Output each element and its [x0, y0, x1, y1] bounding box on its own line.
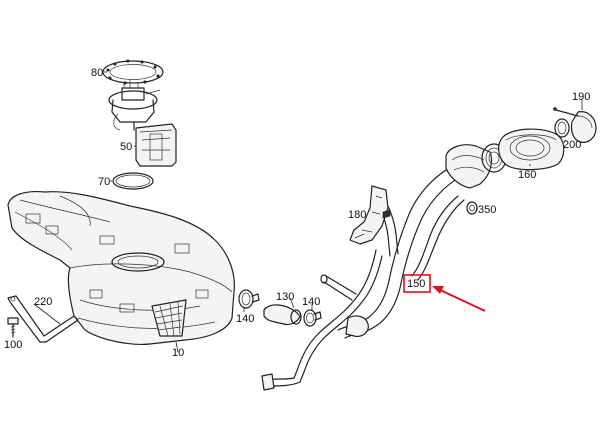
- highlight-box: [403, 274, 431, 293]
- callout-350: 350: [478, 204, 496, 216]
- part-130-filler-hose[interactable]: [263, 304, 302, 326]
- part-100-bolt[interactable]: [7, 317, 19, 337]
- part-140-hose-clamp-left[interactable]: [238, 289, 260, 309]
- callout-200: 200: [563, 139, 581, 151]
- part-70-seal-ring[interactable]: [112, 172, 154, 190]
- part-220-tank-strap[interactable]: [7, 295, 79, 343]
- part-160-filler-housing[interactable]: [498, 128, 565, 171]
- leader-lines: [12, 71, 583, 353]
- callout-150: 150: [407, 278, 425, 290]
- callout-160: 160: [518, 169, 536, 181]
- callout-180: 180: [348, 209, 366, 221]
- callout-190: 190: [572, 91, 590, 103]
- arrow-head-icon: [432, 286, 444, 294]
- part-150-filler-neck-pipe[interactable]: [261, 143, 507, 391]
- callout-10: 10: [172, 347, 184, 359]
- callout-50: 50: [120, 141, 132, 153]
- part-200-seal[interactable]: [554, 118, 570, 138]
- callout-140-left: 140: [236, 313, 254, 325]
- callout-80: 80: [91, 67, 103, 79]
- callout-labels: 80 50 70 220 100 140 130 140 10 180 350 …: [4, 67, 590, 359]
- callout-140-right: 140: [302, 296, 320, 308]
- part-10-fuel-tank[interactable]: [7, 190, 235, 345]
- highlight-arrow: [437, 288, 486, 312]
- part-190-fuel-flap[interactable]: [553, 107, 597, 143]
- part-50-fuel-pump-module[interactable]: [108, 80, 177, 167]
- highlight-part-150: [403, 274, 486, 312]
- callout-220: 220: [34, 296, 52, 308]
- callout-100: 100: [4, 339, 22, 351]
- callout-130: 130: [276, 291, 294, 303]
- callout-70: 70: [98, 176, 110, 188]
- part-140-hose-clamp-right[interactable]: [303, 309, 322, 327]
- part-350-grommet[interactable]: [466, 201, 478, 215]
- part-180-bracket[interactable]: [349, 185, 391, 245]
- part-80-flange-ring[interactable]: [102, 59, 164, 85]
